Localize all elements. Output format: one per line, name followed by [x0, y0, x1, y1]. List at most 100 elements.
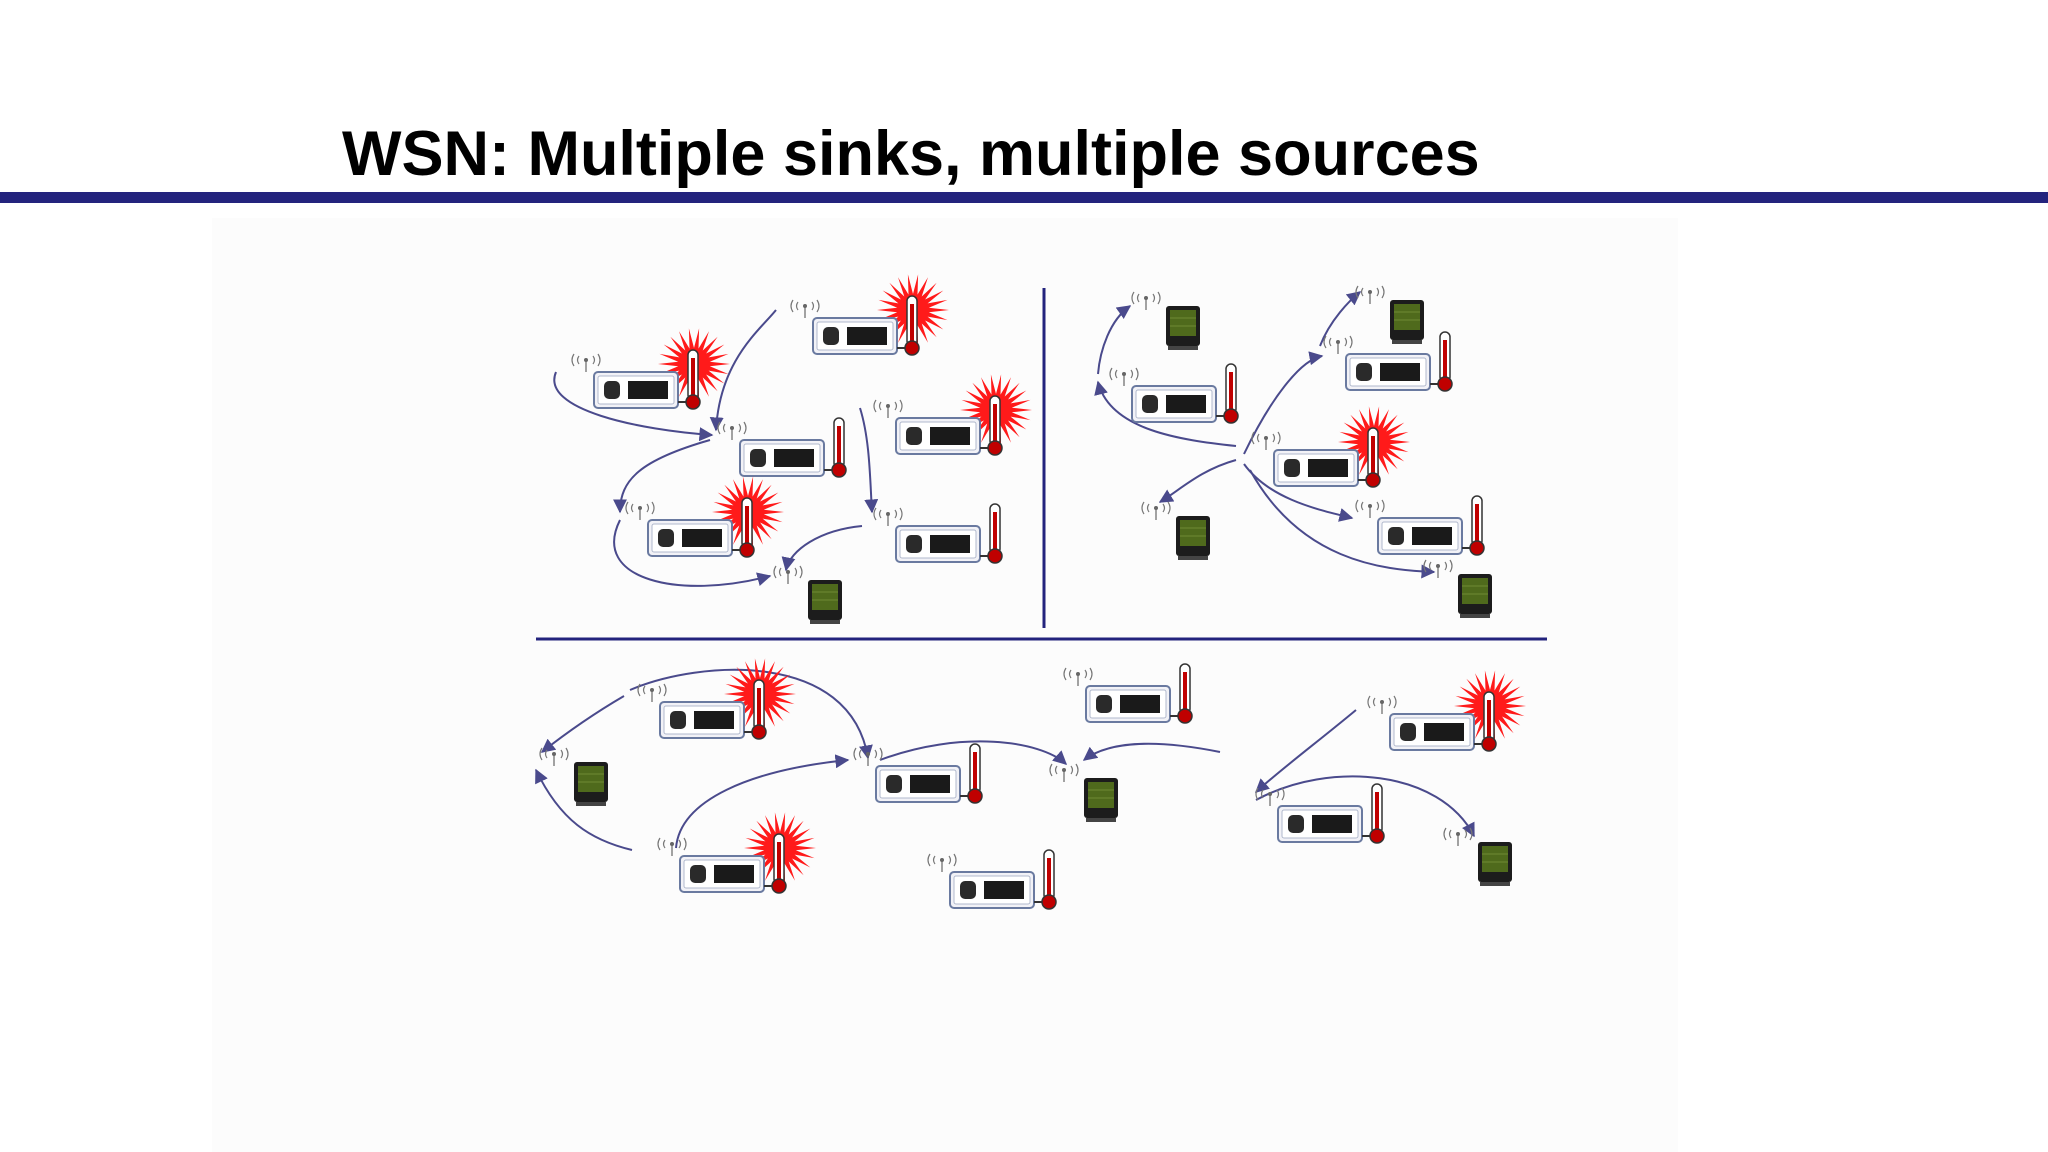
sensor-node-icon	[812, 317, 909, 355]
routing-arrow	[1255, 775, 1475, 838]
thermometer-icon	[904, 295, 920, 356]
routing-arrow	[1158, 459, 1237, 503]
sensor-node-icon	[1277, 805, 1374, 843]
thermometer-icon	[831, 417, 847, 478]
sink-device-icon	[1049, 763, 1118, 822]
diagram-background	[212, 218, 1678, 1152]
sensor-node	[873, 374, 1032, 456]
sensor-node	[1063, 663, 1193, 724]
routing-arrow	[613, 519, 772, 587]
sink-device-icon	[1443, 827, 1512, 886]
thermometer-icon	[685, 349, 701, 410]
sensor-node-icon	[739, 439, 836, 477]
sensor-node-icon	[895, 417, 992, 455]
thermometer-icon	[1177, 663, 1193, 724]
antenna-icon	[790, 299, 820, 318]
antenna-icon	[1109, 367, 1139, 386]
routing-arrow	[535, 768, 633, 851]
routing-arrow	[553, 371, 714, 442]
sensor-node	[1355, 495, 1485, 556]
antenna-icon	[1049, 763, 1079, 782]
sensor-node	[571, 328, 730, 410]
sensor-node-icon	[895, 525, 992, 563]
sensor-node	[927, 849, 1057, 910]
thermometer-icon	[1365, 427, 1381, 488]
sensor-node-icon	[659, 701, 756, 739]
antenna-icon	[1355, 285, 1385, 304]
sensor-node-icon	[1377, 517, 1474, 555]
sensor-node	[657, 812, 816, 894]
sensor-node	[873, 503, 1003, 564]
thermometer-icon	[1437, 331, 1453, 392]
antenna-icon	[637, 683, 667, 702]
antenna-icon	[625, 501, 655, 520]
sensor-node-icon	[1273, 449, 1370, 487]
sink-device-icon	[1423, 559, 1492, 618]
sensor-node-icon	[647, 519, 744, 557]
thermometer-icon	[771, 833, 787, 894]
routing-arrow	[1243, 351, 1324, 455]
sink-device-icon	[539, 747, 608, 806]
sensor-node	[1251, 406, 1410, 488]
sensor-node-icon	[593, 371, 690, 409]
routing-arrow	[540, 695, 625, 753]
sensor-node	[1367, 670, 1526, 752]
thermometer-icon	[987, 503, 1003, 564]
sensor-node	[637, 658, 796, 740]
antenna-icon	[1141, 501, 1171, 520]
sensor-node-icon	[875, 765, 972, 803]
antenna-icon	[657, 837, 687, 856]
thermometer-icon	[1223, 363, 1239, 424]
sensor-node-icon	[1085, 685, 1182, 723]
antenna-icon	[927, 853, 957, 872]
antenna-icon	[1063, 667, 1093, 686]
thermometer-icon	[967, 743, 983, 804]
sensor-node-icon	[679, 855, 776, 893]
antenna-icon	[571, 353, 601, 372]
sensor-node	[790, 274, 949, 356]
thermometer-icon	[1369, 783, 1385, 844]
antenna-icon	[1423, 559, 1453, 578]
sensor-node	[717, 417, 847, 478]
sensor-node-icon	[1345, 353, 1442, 391]
sink-device-icon	[1355, 285, 1424, 344]
routing-arrow	[1319, 291, 1362, 347]
routing-arrow	[781, 525, 863, 572]
antenna-icon	[873, 399, 903, 418]
slide-title: WSN: Multiple sinks, multiple sources	[342, 119, 1480, 189]
antenna-icon	[1323, 335, 1353, 354]
antenna-icon	[717, 421, 747, 440]
routing-arrow	[613, 439, 711, 514]
sink-device-icon	[1131, 291, 1200, 350]
antenna-icon	[539, 747, 569, 766]
sensor-node-icon	[1131, 385, 1228, 423]
routing-arrow	[675, 754, 850, 849]
antenna-icon	[1251, 431, 1281, 450]
routing-arrow	[1097, 305, 1132, 375]
sink-device-icon	[1141, 501, 1210, 560]
thermometer-icon	[1041, 849, 1057, 910]
routing-arrow	[1094, 380, 1237, 447]
antenna-icon	[773, 565, 803, 584]
routing-arrow	[859, 407, 879, 514]
sensor-node	[1323, 331, 1453, 392]
sensor-node	[853, 743, 983, 804]
title-rule	[0, 192, 2048, 203]
antenna-icon	[853, 747, 883, 766]
antenna-icon	[1443, 827, 1473, 846]
antenna-icon	[1355, 499, 1385, 518]
sensor-node	[1255, 783, 1385, 844]
thermometer-icon	[1469, 495, 1485, 556]
sink-device-icon	[773, 565, 842, 624]
sensor-node	[625, 476, 784, 558]
antenna-icon	[1255, 787, 1285, 806]
sensor-node-icon	[1389, 713, 1486, 751]
antenna-icon	[873, 507, 903, 526]
thermometer-icon	[987, 395, 1003, 456]
thermometer-icon	[1481, 691, 1497, 752]
sensor-node	[1109, 363, 1239, 424]
routing-arrow	[879, 740, 1068, 765]
routing-arrow	[709, 309, 777, 432]
antenna-icon	[1131, 291, 1161, 310]
